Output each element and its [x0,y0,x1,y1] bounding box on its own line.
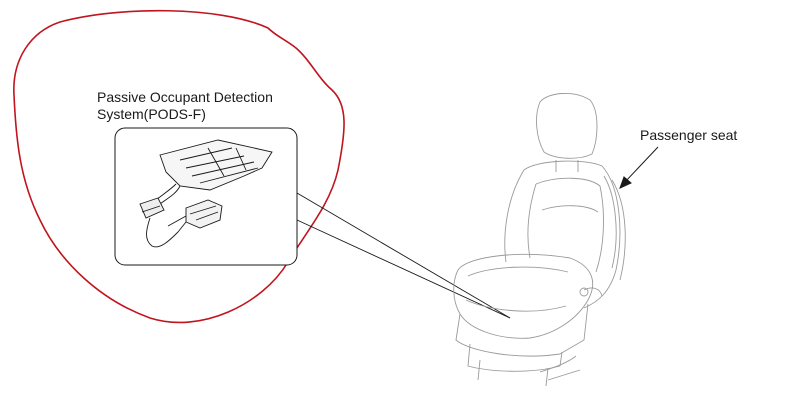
pods-label-line2: System(PODS-F) [97,106,206,122]
callout-leader-lines [296,192,511,319]
pods-callout-label: Passive Occupant Detection System(PODS-F… [97,89,273,123]
red-highlight-outline [13,9,345,324]
passenger-seat-label: Passenger seat [640,127,738,143]
pods-sensor-illustration [139,139,273,248]
pods-label-line1: Passive Occupant Detection [97,89,273,105]
passenger-seat-illustration [453,93,626,387]
passenger-seat-arrow [619,146,659,189]
